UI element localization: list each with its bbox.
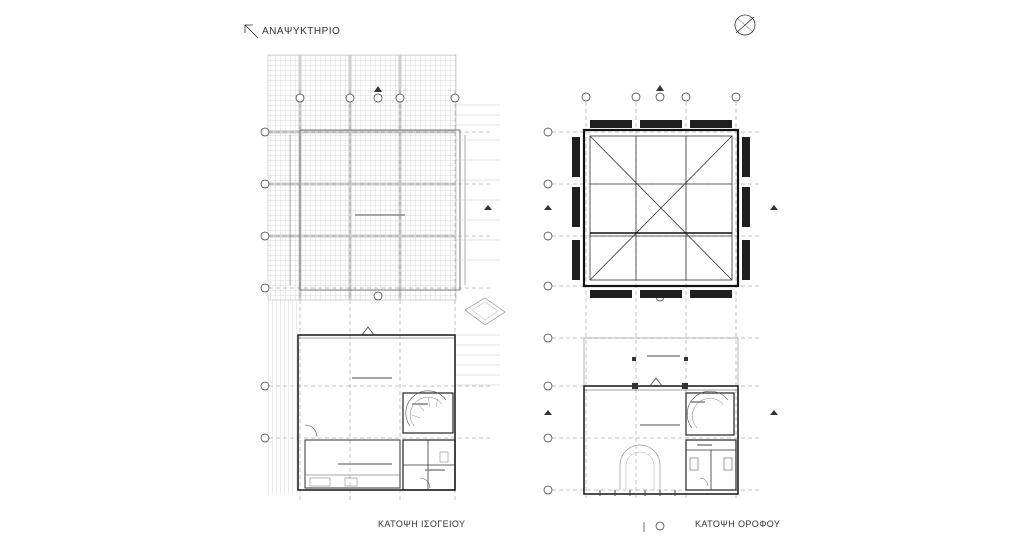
ground-floor-plan	[260, 54, 506, 500]
drawing-title: ΑΝΑΨΥΚΤΗΡΙΟ	[262, 26, 341, 37]
north-arrow-icon	[734, 14, 756, 36]
ground-floor-caption: ΚΑΤΟΨΗ ΙΣΟΓΕΙΟΥ	[378, 519, 466, 529]
title-arrow-icon	[244, 24, 259, 39]
section-marker-icon	[544, 85, 778, 415]
section-marker-icon	[373, 86, 492, 301]
upper-floor-caption: ΚΑΤΟΨΗ ΟΡΟΦΟΥ	[695, 519, 781, 529]
upper-floor-plan	[543, 85, 778, 532]
